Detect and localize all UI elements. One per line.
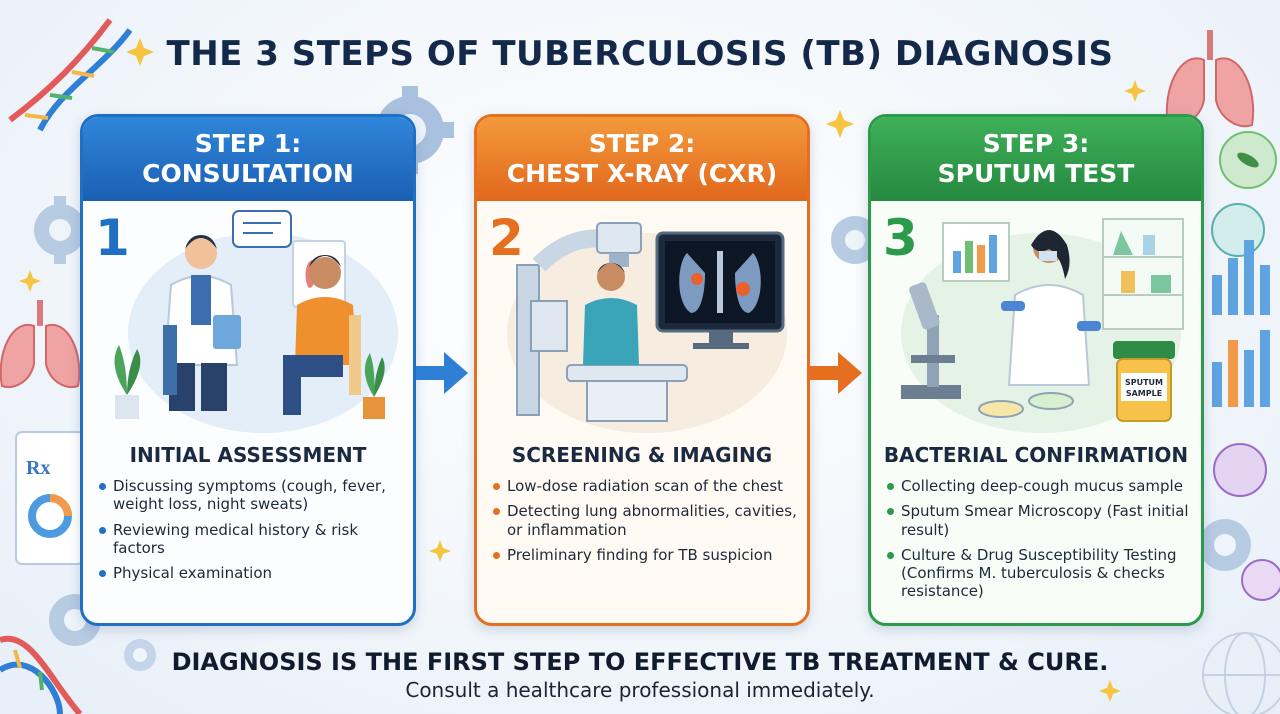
list-item: Sputum Smear Microscopy (Fast initial re…	[885, 502, 1191, 539]
rx-label: Rx	[26, 457, 50, 479]
list-item: Preliminary finding for TB suspicion	[491, 546, 797, 564]
lab-illustration: SPUTUM SAMPLE	[901, 218, 1184, 433]
list-item: Detecting lung abnormalities, cavities, …	[491, 502, 797, 539]
step-header: STEP 2: CHEST X-RAY (CXR)	[477, 117, 807, 201]
step-card-sputum-test: STEP 3: SPUTUM TEST	[868, 114, 1204, 626]
dna-helix-icon	[8, 18, 133, 132]
xray-illustration	[507, 222, 787, 433]
gear-icon	[831, 216, 879, 264]
list-item: Reviewing medical history & risk factors	[97, 521, 403, 558]
list-item: Physical examination	[97, 564, 403, 582]
list-item: Collecting deep-cough mucus sample	[885, 477, 1191, 495]
scientist-figure	[1001, 230, 1101, 386]
globe-icon	[1202, 632, 1280, 714]
plant-icon	[114, 345, 141, 419]
jar-label-line2: SAMPLE	[1126, 389, 1162, 398]
step-title: CONSULTATION	[142, 159, 354, 188]
footer-headline: DIAGNOSIS IS THE FIRST STEP TO EFFECTIVE…	[171, 648, 1109, 676]
list-item: Low-dose radiation scan of the chest	[491, 477, 797, 495]
chart-poster-icon	[942, 222, 1010, 282]
step-title: SPUTUM TEST	[937, 159, 1135, 188]
step-label: STEP 3:	[982, 129, 1090, 158]
speech-bubble-icon	[232, 210, 292, 248]
step-number: 3	[883, 209, 918, 267]
list-item: Discussing symptoms (cough, fever, weigh…	[97, 477, 403, 514]
patient-figure	[583, 263, 639, 365]
step-number: 1	[95, 209, 130, 267]
footer-subline: Consult a healthcare professional immedi…	[405, 678, 875, 702]
xray-monitor-icon	[655, 231, 785, 349]
list-item: Culture & Drug Susceptibility Testing (C…	[885, 546, 1191, 601]
step-subtitle: SCREENING & IMAGING	[511, 443, 773, 467]
step-header: STEP 3: SPUTUM TEST	[871, 117, 1201, 201]
sputum-jar-icon: SPUTUM SAMPLE	[1113, 341, 1175, 422]
doctor-figure	[163, 235, 241, 411]
gear-icon	[34, 196, 86, 264]
step-card-chest-xray: STEP 2: CHEST X-RAY (CXR)	[474, 114, 810, 626]
patient-figure	[283, 255, 361, 415]
xray-machine-icon	[516, 222, 688, 422]
plant-icon	[363, 353, 385, 419]
microscope-icon	[901, 282, 961, 399]
step-title: CHEST X-RAY (CXR)	[506, 159, 778, 188]
dna-helix-icon	[0, 635, 83, 714]
step-header: STEP 1: CONSULTATION	[83, 117, 413, 201]
jar-label-line1: SPUTUM	[1125, 378, 1163, 387]
step-card-consultation: STEP 1: CONSULTATION	[80, 114, 416, 626]
arrow-right-icon	[810, 352, 862, 394]
gear-icon	[124, 639, 156, 671]
bar-chart-icon	[1212, 240, 1270, 407]
step-label: STEP 1:	[194, 129, 302, 158]
step-item-list: Low-dose radiation scan of the chest Det…	[491, 477, 797, 571]
step-subtitle: BACTERIAL CONFIRMATION	[883, 443, 1189, 467]
step-number: 2	[489, 209, 524, 267]
arrow-right-icon	[416, 352, 468, 394]
prescription-document-icon	[15, 431, 85, 565]
step-item-list: Discussing symptoms (cough, fever, weigh…	[97, 477, 403, 589]
step-item-list: Collecting deep-cough mucus sample Sputu…	[885, 477, 1191, 608]
gear-icon	[1199, 519, 1251, 571]
page-title: THE 3 STEPS OF TUBERCULOSIS (TB) DIAGNOS…	[166, 34, 1114, 74]
petri-dish-icon	[978, 392, 1074, 418]
consultation-illustration	[114, 210, 398, 433]
step-subtitle: INITIAL ASSESSMENT	[129, 443, 367, 467]
lungs-icon	[0, 300, 81, 388]
shelf-icon	[1102, 218, 1184, 330]
lungs-icon	[1165, 30, 1255, 128]
sparkle-icon	[19, 38, 1146, 702]
step-label: STEP 2:	[588, 129, 696, 158]
